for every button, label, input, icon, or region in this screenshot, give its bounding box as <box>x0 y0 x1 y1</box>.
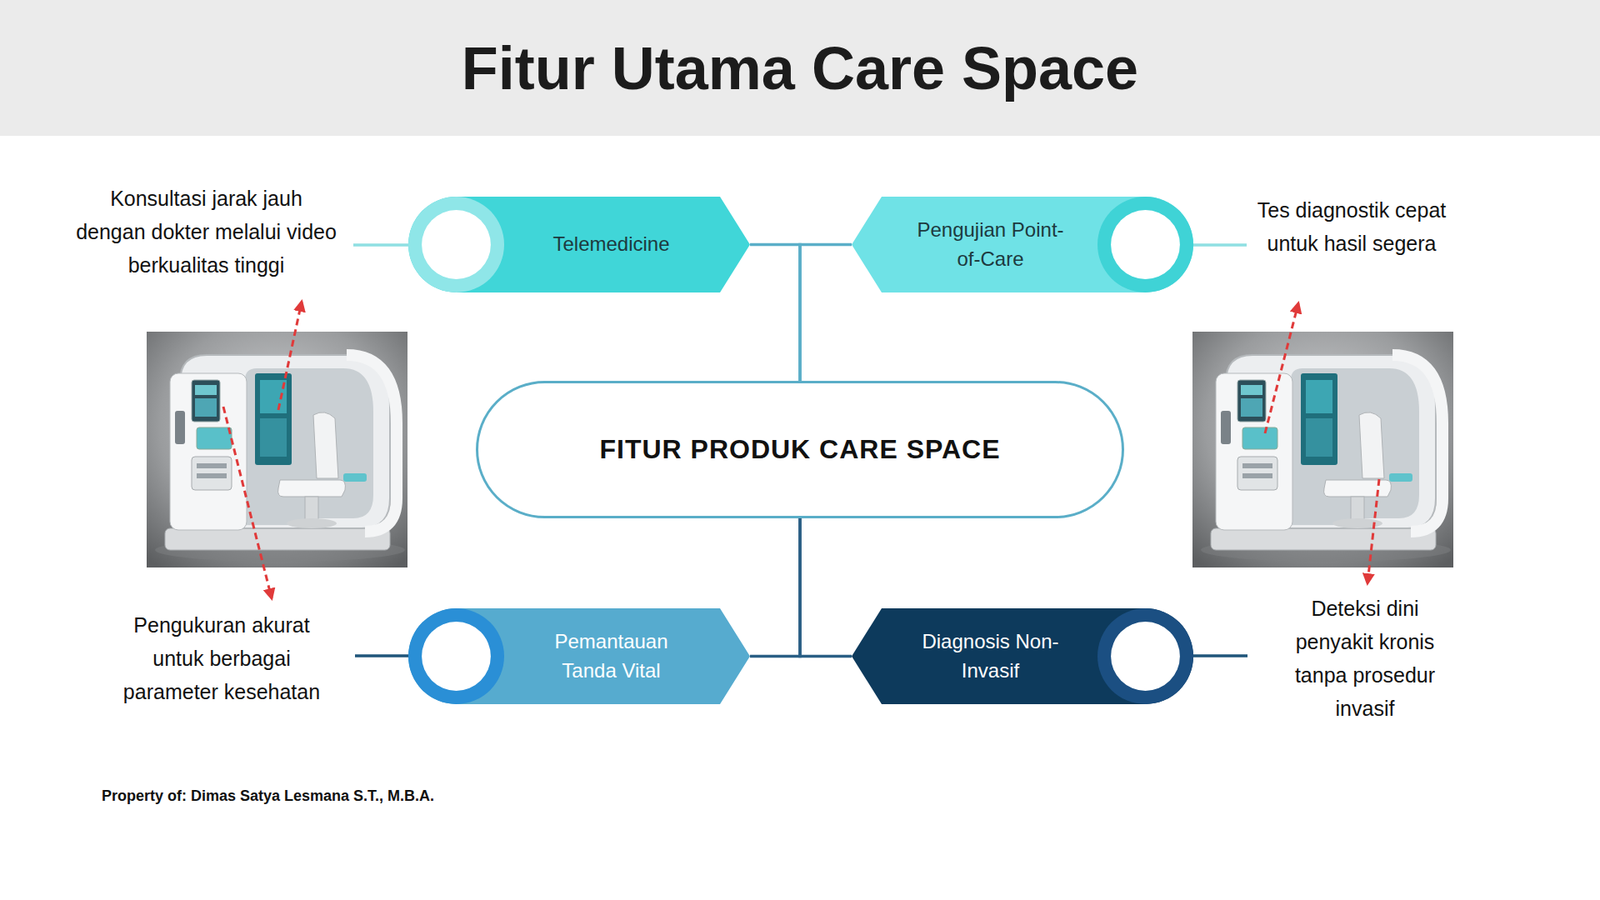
text-group: Pemantauan Tanda Vital <box>528 627 695 686</box>
tag-ring-hole <box>421 621 491 691</box>
text-group: Pengujian Point-of-Care <box>907 215 1075 275</box>
description-text: Pengukuran akurat untuk berbagai paramet… <box>109 608 335 709</box>
leader-line <box>353 243 409 247</box>
tag-shape <box>851 608 1194 705</box>
page-title: Fitur Utama Care Space <box>0 0 1600 136</box>
leader-line <box>1193 654 1248 658</box>
node-label: Pengujian Point-of-Care <box>907 215 1075 275</box>
tag-ring <box>408 196 505 293</box>
connector <box>750 245 800 382</box>
node-label: FITUR PRODUK CARE SPACE <box>599 430 1000 469</box>
tag-ring <box>1097 608 1194 705</box>
text-group: Diagnosis Non-Invasif <box>907 627 1075 686</box>
tag-ring <box>1097 196 1194 293</box>
feature-tag: Pemantauan Tanda Vital <box>408 608 750 705</box>
feature-tag: Telemedicine <box>408 196 750 293</box>
pointer-arrow <box>223 406 272 599</box>
text-group: Telemedicine <box>552 230 670 260</box>
tag-shape <box>851 196 1194 293</box>
center-pill: FITUR PRODUK CARE SPACE <box>475 380 1125 519</box>
node-label: Pemantauan Tanda Vital <box>528 627 695 686</box>
pointer-arrow <box>1367 479 1380 584</box>
leader-line <box>1193 243 1247 247</box>
tag-body <box>851 196 1194 293</box>
text-group: FITUR PRODUK CARE SPACE <box>599 430 1000 469</box>
node-label: Diagnosis Non-Invasif <box>907 627 1075 686</box>
leader-line <box>355 654 409 658</box>
tag-ring-hole <box>421 210 491 280</box>
description-text: Tes diagnostik cepat untuk hasil segera <box>1251 193 1452 260</box>
pointer-arrow <box>278 301 302 410</box>
node-label: Telemedicine <box>552 230 670 260</box>
description-text: Konsultasi jarak jauh dengan dokter mela… <box>75 181 338 282</box>
tag-ring-hole <box>1110 210 1180 280</box>
tag-ring-hole <box>1110 621 1180 691</box>
tag-body <box>851 608 1194 705</box>
tag-shape <box>408 608 750 705</box>
tag-body <box>408 608 750 705</box>
pointer-arrow <box>1265 303 1299 434</box>
connector <box>800 245 852 382</box>
feature-tag: Diagnosis Non-Invasif <box>851 608 1194 705</box>
connector <box>750 518 800 657</box>
booth-illustration <box>146 331 408 568</box>
tag-ring <box>408 608 505 705</box>
connector <box>800 518 852 657</box>
tag-body <box>408 196 750 293</box>
description-text: Deteksi dini penyakit kronis tanpa prose… <box>1276 591 1454 725</box>
booth-illustration <box>1192 331 1454 568</box>
footnote: Property of: Dimas Satya Lesmana S.T., M… <box>101 787 435 805</box>
feature-tag: Pengujian Point-of-Care <box>851 196 1194 293</box>
